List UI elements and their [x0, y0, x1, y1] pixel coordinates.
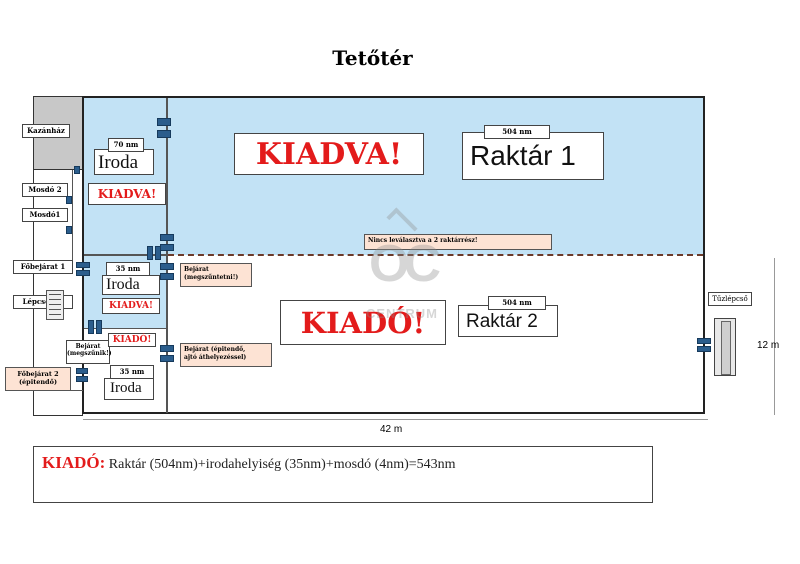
- door-mosdo-1: [74, 166, 80, 174]
- summary-box: KIADÓ: Raktár (504nm)+irodahelyiség (35n…: [33, 446, 653, 503]
- watermark-logo: OC CENTRUM: [362, 207, 442, 360]
- lepcsohaz-label: Lépcsőház: [13, 295, 73, 309]
- mosdo1-label: Mosdó1: [22, 208, 68, 222]
- nincs-levalasztva-note: Nincs leválasztva a 2 raktárrész!: [364, 234, 552, 250]
- height-dimension-line: [774, 258, 775, 415]
- iroda-top-box: [94, 149, 154, 175]
- door-mosdo-2: [66, 196, 72, 204]
- door-tuzlepcso-2: [697, 346, 711, 352]
- door-mid-4: [155, 246, 161, 260]
- iroda-top-status: KIADVA!: [88, 183, 166, 205]
- iroda-mid-name: Iroda: [106, 276, 140, 293]
- width-dimension-label: 42 m: [380, 424, 403, 435]
- bejarat-megszuntetni-note: Bejárat (megszűntetni!): [180, 263, 252, 287]
- corridor-inner-line: [72, 170, 73, 265]
- height-dimension-label: 12 m: [757, 340, 780, 351]
- fire-escape-icon: [714, 318, 736, 376]
- stair-icon: [46, 290, 64, 320]
- door-iroda-2: [96, 320, 102, 334]
- watermark-oc-icon: OC: [369, 235, 441, 293]
- iroda-mid-bottom-wall: [84, 328, 168, 329]
- door-iroda-1: [88, 320, 94, 334]
- iroda-bottom-area: 35 nm: [110, 365, 154, 379]
- raktar1-area: 504 nm: [484, 125, 550, 139]
- door-bejarat-epitendo-1: [160, 345, 174, 352]
- door-fobejarat1-2: [76, 270, 90, 276]
- tuzlepcso-label: Tűzlépcső: [708, 292, 752, 306]
- door-tuzlepcso-1: [697, 338, 711, 344]
- width-dimension-line: [83, 419, 708, 420]
- iroda-bottom-status: KIADÓ!: [108, 333, 156, 347]
- fobejarat1-label: Főbejárat 1: [13, 260, 73, 274]
- summary-text: Raktár (504nm)+irodahelyiség (35nm)+mosd…: [105, 457, 456, 472]
- raktar2-status: KIADÓ!: [280, 300, 446, 345]
- iroda-bottom-box: [104, 378, 154, 400]
- door-top-2: [157, 130, 171, 138]
- door-mid-3: [147, 246, 153, 260]
- bejarat-megszunik-label: Bejárat (megszűnik!): [66, 340, 112, 364]
- summary-prefix: KIADÓ:: [42, 453, 106, 472]
- iroda-top-name: Iroda: [98, 152, 139, 173]
- door-bejarat-1: [160, 263, 174, 270]
- raktar2-name: Raktár 2: [466, 311, 538, 332]
- door-fobejarat2-2: [76, 376, 88, 382]
- raktar1-status: KIADVA!: [234, 133, 424, 175]
- door-bejarat-2: [160, 273, 174, 280]
- mosdo2-label: Mosdó 2: [22, 183, 68, 197]
- page-title: Tetőtér: [332, 46, 413, 70]
- bejarat-epitendo-note: Bejárat (épitendő, ajtó áthelyezéssel): [180, 343, 272, 367]
- raktar1-name: Raktár 1: [470, 140, 576, 171]
- divider-dashed-line: [168, 254, 703, 256]
- iroda-mid-box: [102, 275, 160, 295]
- door-mid-1: [160, 234, 174, 241]
- raktar2-area: 504 nm: [488, 296, 546, 310]
- door-fobejarat2-1: [76, 368, 88, 374]
- iroda-mid-area: 35 nm: [106, 262, 150, 276]
- office-horizontal-wall: [84, 254, 168, 256]
- watermark-text: CENTRUM: [366, 306, 438, 321]
- door-fobejarat1-1: [76, 262, 90, 268]
- raktar1-box: [462, 132, 604, 180]
- kazanhaz-label: Kazánház: [22, 124, 70, 138]
- iroda-mid-status: KIADVA!: [102, 298, 160, 314]
- watermark-roof-icon: [386, 207, 418, 239]
- door-bejarat-epitendo-2: [160, 355, 174, 362]
- fobejarat2-label: Főbejárat 2 (épitendő): [5, 367, 71, 391]
- iroda-bottom-name: Iroda: [110, 380, 142, 396]
- door-mosdo-3: [66, 226, 72, 234]
- iroda-top-area: 70 nm: [108, 138, 144, 152]
- door-top-1: [157, 118, 171, 126]
- door-mid-2: [160, 244, 174, 251]
